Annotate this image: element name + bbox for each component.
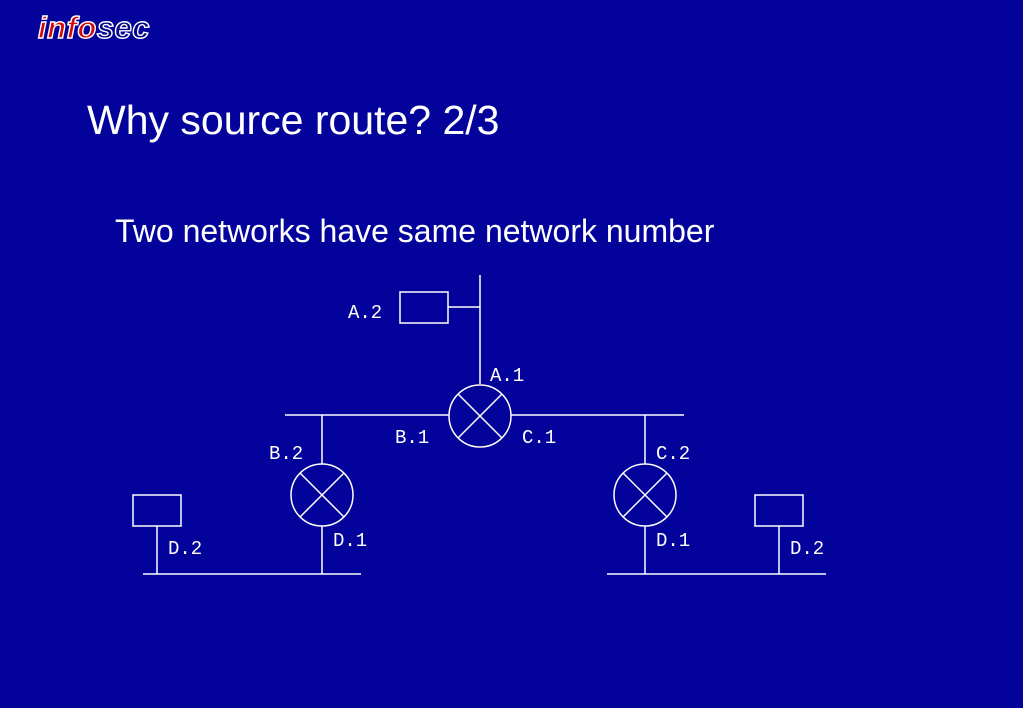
label-left-router-d1: D.1 [333,530,367,552]
host-d2-left-box [132,494,182,527]
label-right-router-d1: D.1 [656,530,690,552]
router-center-icon [448,384,512,448]
logo-part-info: info [37,10,97,45]
label-b2: B.2 [269,443,303,465]
logo-part-sec: sec [96,10,151,45]
label-a1: A.1 [490,365,524,387]
label-c1: C.1 [522,427,556,449]
router-left-icon [290,463,354,527]
label-right-host-d2: D.2 [790,538,824,560]
router-right-icon [613,463,677,527]
slide-title: Why source route? 2/3 [87,97,500,143]
label-b1: B.1 [395,427,429,449]
label-a2: A.2 [348,302,382,324]
host-a2-box [399,291,449,324]
label-left-host-d2: D.2 [168,538,202,560]
slide-subtitle: Two networks have same network number [115,213,715,249]
infosec-logo: infosec [37,10,151,45]
label-c2: C.2 [656,443,690,465]
host-d2-right-box [754,494,804,527]
